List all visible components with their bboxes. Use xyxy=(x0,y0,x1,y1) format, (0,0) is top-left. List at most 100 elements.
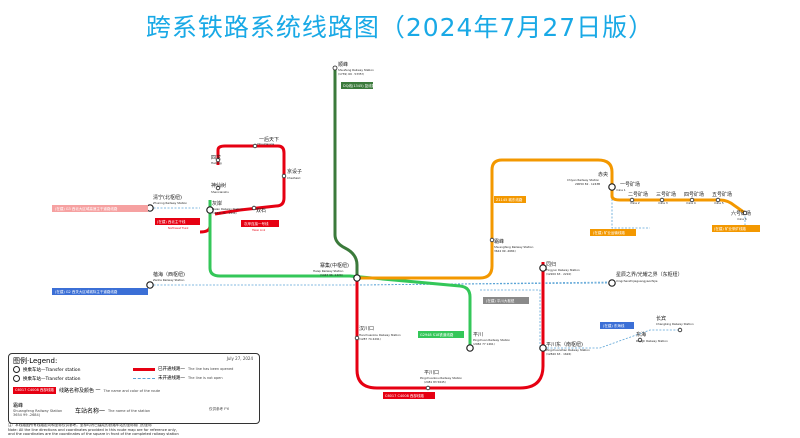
label-mine3-en: mine 3 xyxy=(658,201,668,205)
station-yijingtianxia xyxy=(252,143,258,149)
label-mine1: 一号矿场 xyxy=(620,181,640,188)
label-mine5-en: mine 5 xyxy=(714,201,724,205)
label-beiyang: 蓓海（西枢纽) xyxy=(153,271,185,278)
label-xiaoyuan: 寨集(中枢纽) xyxy=(320,262,349,269)
legend-name-color-row: C6017 C4008 西部线路 线路名称及颜色 一 The name and … xyxy=(13,387,160,394)
label-hanchuan-code: (1287 74 4291) xyxy=(359,337,381,341)
legend-future-row: 未开通线路一 The line is not open xyxy=(133,375,223,381)
label-xiaolong-en: Hailong xyxy=(211,161,222,165)
label-chiyan-code: 29050 82 · 1243B xyxy=(575,182,600,186)
stations xyxy=(146,65,748,391)
label-mine6: 六号矿场 xyxy=(731,210,751,217)
tag-green-top: DQ线(1345) 复线数据 xyxy=(343,83,379,88)
station-dongbin xyxy=(637,337,643,343)
label-shuangfeng-code: 3644 99 -2684) xyxy=(494,249,516,253)
label-haian: 灰岸 xyxy=(212,200,222,207)
future-line-swatch xyxy=(133,377,155,379)
station-xiaoyuan xyxy=(353,274,361,282)
tag-red-bottom: C6017 C4008 西部线路 xyxy=(385,393,424,398)
station-xingchen xyxy=(608,279,616,287)
station-mine6 xyxy=(742,210,748,216)
label-mine4-en: mine 4 xyxy=(686,201,696,205)
tag-red-left-box xyxy=(155,218,200,225)
label-mine1-en: mine 1 xyxy=(616,188,626,192)
tag-blue-left: (在建) G2 西关大区域城际主干道路线路 xyxy=(55,289,118,294)
label-hanchuan-en: Hanchuankou Railway Station xyxy=(359,333,401,337)
label-tingyun-code: (12200 63 · 2210) xyxy=(546,272,571,276)
label-shuangfeng: 霜峰 xyxy=(494,238,504,245)
label-mine2-en: mine 2 xyxy=(630,201,640,205)
label-qingning: 清宁(北枢纽) xyxy=(153,194,182,201)
station-pingchuan-south xyxy=(539,344,547,352)
station-symbol-icon xyxy=(13,375,20,382)
legend-transfer: 换乘车站—Transfer station xyxy=(23,367,81,373)
label-xingchen-en: Xingchenzhijieguangyaozhijie xyxy=(616,279,658,283)
label-mine3: 三号矿场 xyxy=(656,191,676,198)
label-xiaolong: 四龙 xyxy=(211,154,221,161)
label-changbin-en: Changbing Railway Station xyxy=(656,322,694,326)
notes: 注：本线路图所有线路走向和坐标仅供参考。坐标均为已建成的铁路车站的坐标前门的坐标… xyxy=(8,423,608,437)
tag-blue-right-box xyxy=(600,322,634,329)
future-line-southeast xyxy=(540,329,680,349)
label-xiaoyuan-code: (1443 96 -1420) xyxy=(320,273,343,277)
label-chezhai-en: Chezhaizi xyxy=(287,176,301,180)
label-shuangfeng-en: Shuangfeng Railway Station xyxy=(494,245,534,249)
line-orange-mines xyxy=(610,187,746,215)
legend-open-line: 已开通线路一 xyxy=(158,367,185,372)
line-red-south xyxy=(355,262,545,390)
legend-future-line-en: The line is not open xyxy=(188,376,223,380)
station-tingyun xyxy=(539,264,547,272)
station-beiyang xyxy=(146,281,154,289)
legend-date: July 27, 2024 xyxy=(226,356,253,361)
legend-name-color-en: The name and color of the route xyxy=(103,388,161,393)
tag-red-bottom-left-en: Haian Link xyxy=(252,228,266,232)
legend-line-tag: C6017 C4008 西部线路 xyxy=(13,387,56,394)
tag-orange-mine-box xyxy=(590,229,636,236)
legend-open-row: 已开通线路一 The line has been opened xyxy=(133,366,233,372)
label-tingyun: 同归 xyxy=(546,261,556,268)
tag-green-top-box xyxy=(341,82,373,89)
label-changbin: 长宾 xyxy=(656,315,666,322)
legend-station-name: 车站名称一 xyxy=(75,408,106,415)
tag-red-bottom-left-box xyxy=(241,220,279,227)
station-labels: 顺峰 Shuafeng Railway Station (1739) 69 · … xyxy=(153,61,751,384)
tag-orange-label-box xyxy=(494,196,526,203)
label-haian-en: Haian Railway Station xyxy=(212,207,243,211)
note-line-2: Note: All the line directions and coordi… xyxy=(8,427,177,432)
legend-station-name-row: 车站名称一 The name of the station xyxy=(75,406,150,415)
legend-transfer2: 换乘车站—Transfer station xyxy=(23,376,81,382)
tag-blue-right: (在建) 东海线 xyxy=(603,323,625,328)
tag-red-left-en: Northwest Trunk xyxy=(168,226,189,230)
station-hanchuan xyxy=(354,335,360,341)
legend-ref-row: 仅供参考 FYI xyxy=(209,407,229,412)
tag-green-mid-box xyxy=(418,331,464,338)
future-lines xyxy=(150,185,746,350)
station-pingchuankou xyxy=(425,385,431,391)
label-qingning-en: Zhuning Railway Station xyxy=(153,201,187,205)
station-mine5 xyxy=(715,197,721,203)
tag-green-mid: G2948 S18铁道线路 xyxy=(420,332,454,337)
legend: 图例·Legend: July 27, 2024 换乘车站—Transfer s… xyxy=(8,353,260,424)
station-haian xyxy=(206,206,214,214)
label-chiyan: 赤央 xyxy=(598,171,608,178)
label-shuafeng: 顺峰 xyxy=(338,61,348,68)
station-changbin xyxy=(677,327,683,333)
legend-sample-station: 霜峰 Shuangfeng Railway Station 3654 99 -2… xyxy=(13,402,62,417)
label-shuafeng-en: Shuafeng Railway Station xyxy=(338,68,374,72)
label-yijing: 一后天下 xyxy=(259,136,279,143)
label-dongbin-en: Dongh Railway Station xyxy=(636,339,668,343)
label-mine5: 五号矿场 xyxy=(712,191,732,198)
legend-future-line: 未开通线路一 xyxy=(158,376,185,381)
label-pingchuan-south: 平川东（南枢纽) xyxy=(546,341,583,348)
label-yijing-en: Yihoutianxia xyxy=(257,142,274,146)
future-line-gray xyxy=(480,289,541,350)
station-chiyan xyxy=(608,183,616,191)
label-pingchuan-code: (2082 77 1461) xyxy=(473,342,495,346)
tag-pink-left: (在建) G3 西北大区域高速主干道路线路 xyxy=(55,206,118,211)
tag-red-bottom-left: 灰岸连接一号线 xyxy=(244,221,269,226)
label-xiaoyuan-en: Haisp Railway Station xyxy=(313,269,344,273)
label-pingchuan-south-en: Pingchuanzhan Railway Station xyxy=(546,348,590,352)
label-pingchuan: 平川 xyxy=(473,332,483,338)
tag-gray-mid: (在建) 平川大枢纽 xyxy=(486,298,515,303)
station-mine3 xyxy=(659,197,665,203)
